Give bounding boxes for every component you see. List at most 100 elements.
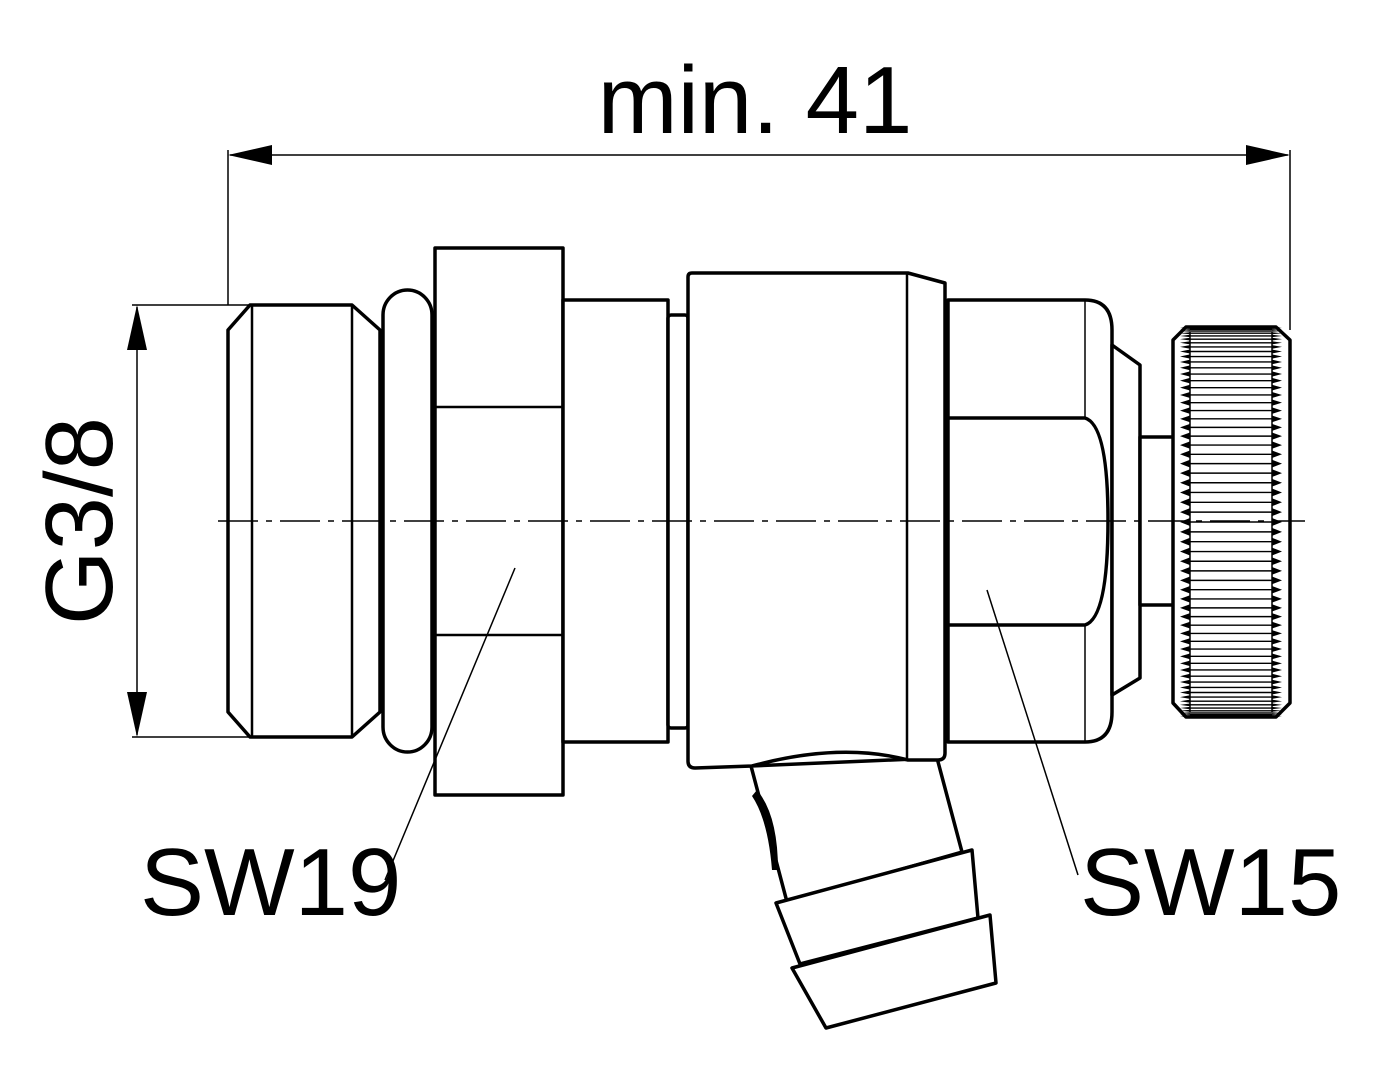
knurl-tooth (1272, 604, 1282, 612)
knurl-tooth (1180, 432, 1190, 440)
knurl-tooth (1180, 359, 1190, 365)
knurl-tooth (1272, 667, 1282, 673)
knurl-tooth (1272, 685, 1282, 690)
knurl-tooth (1180, 595, 1190, 603)
knurl-tooth (1272, 653, 1282, 660)
knurl-tooth (1180, 709, 1190, 712)
knurl-tooth (1180, 667, 1190, 673)
knurled-knob (1171, 325, 1292, 719)
knurl-tooth (1180, 716, 1190, 718)
knurl-tooth (1272, 332, 1282, 335)
leader-sw15 (986, 589, 1079, 876)
knurl-tooth (1180, 613, 1190, 621)
knurl-tooth (1272, 371, 1282, 377)
knurl-tooth (1180, 498, 1190, 507)
arrow-right-icon (1246, 145, 1290, 165)
knurl-tooth (1180, 441, 1190, 449)
knurl-tooth (1180, 630, 1190, 637)
knurl-tooth (1180, 399, 1190, 406)
knurl-tooth (1180, 547, 1190, 556)
knurl-tooth (1180, 685, 1190, 690)
knurl-tooth (1180, 660, 1190, 667)
knurl-tooth (1180, 712, 1190, 714)
knurl-tooth (1272, 709, 1282, 712)
knurl-tooth (1180, 604, 1190, 612)
knurl-tooth (1272, 330, 1282, 332)
knurl-tooth (1272, 690, 1282, 695)
knurl-tooth (1272, 498, 1282, 507)
arrow-left-icon (228, 145, 272, 165)
knurl-tooth (1272, 706, 1282, 710)
leader-sw19 (384, 567, 516, 881)
knurl-tooth (1180, 423, 1190, 431)
knurl-tooth (1272, 391, 1282, 399)
knurl-tooth (1272, 660, 1282, 667)
knurl-tooth (1272, 595, 1282, 603)
knurl-tooth (1272, 399, 1282, 406)
knurl-tooth (1180, 695, 1190, 699)
knurl-tooth (1272, 478, 1282, 487)
sw15-label: SW15 (1080, 829, 1341, 936)
knurl-tooth (1180, 326, 1190, 328)
knurl-tooth (1180, 673, 1190, 679)
knurl-tooth (1272, 450, 1282, 459)
knurl-tooth (1180, 679, 1190, 685)
valve-body (686, 271, 947, 770)
knurl-tooth (1180, 328, 1190, 330)
knurl-tooth (1180, 330, 1190, 332)
knurl-tooth (1272, 349, 1282, 354)
knurl-tooth (1180, 450, 1190, 459)
knurl-tooth (1272, 469, 1282, 477)
knurl-tooth (1180, 391, 1190, 399)
knurl-tooth (1272, 518, 1282, 526)
knurl-tooth (1272, 407, 1282, 414)
knurl-tooth (1180, 567, 1190, 575)
knurl-tooth (1272, 527, 1282, 536)
knurl-tooth (1272, 613, 1282, 621)
sw19-label: SW19 (140, 829, 401, 936)
knurl-tooth (1180, 703, 1190, 707)
knurl-tooth (1180, 332, 1190, 335)
knurl-tooth (1180, 345, 1190, 349)
knurl-tooth (1180, 334, 1190, 338)
knurl-tooth (1272, 630, 1282, 637)
knurl-tooth (1272, 695, 1282, 699)
knurl-tooth (1180, 377, 1190, 384)
knurl-tooth (1272, 703, 1282, 707)
knurl-tooth (1272, 645, 1282, 653)
knurl-tooth (1272, 354, 1282, 359)
knurl-tooth (1272, 716, 1282, 718)
knurl-tooth (1272, 415, 1282, 423)
knurl-tooth (1272, 638, 1282, 645)
knurl-tooth (1272, 488, 1282, 497)
knurl-tooth (1272, 359, 1282, 365)
knurl-tooth (1180, 384, 1190, 391)
knurl-tooth (1272, 567, 1282, 575)
knurl-tooth (1272, 576, 1282, 585)
knurl-tooth (1180, 341, 1190, 345)
knurl-tooth (1180, 699, 1190, 703)
knurl-tooth (1180, 645, 1190, 653)
arrow-down-icon (127, 692, 147, 737)
knurl-tooth (1180, 518, 1190, 526)
knurl-tooth (1180, 706, 1190, 710)
knurl-tooth (1272, 621, 1282, 629)
knurl-tooth (1180, 508, 1190, 517)
knurl-tooth (1180, 557, 1190, 566)
knurl-tooth (1180, 576, 1190, 585)
knurl-tooth (1272, 365, 1282, 371)
cone (1110, 343, 1142, 697)
knurl-tooth (1272, 557, 1282, 566)
knurl-tooth (1272, 508, 1282, 517)
knurl-tooth (1272, 345, 1282, 349)
knurl-tooth (1272, 441, 1282, 449)
arrow-up-icon (127, 305, 147, 350)
knurl-tooth (1180, 537, 1190, 546)
knurl-tooth (1180, 469, 1190, 477)
knurl-tooth (1272, 585, 1282, 594)
knurl-tooth (1180, 459, 1190, 468)
thread-dimension: G3/8 (26, 304, 250, 738)
knurl-tooth (1180, 407, 1190, 414)
knurl-tooth (1272, 327, 1282, 329)
